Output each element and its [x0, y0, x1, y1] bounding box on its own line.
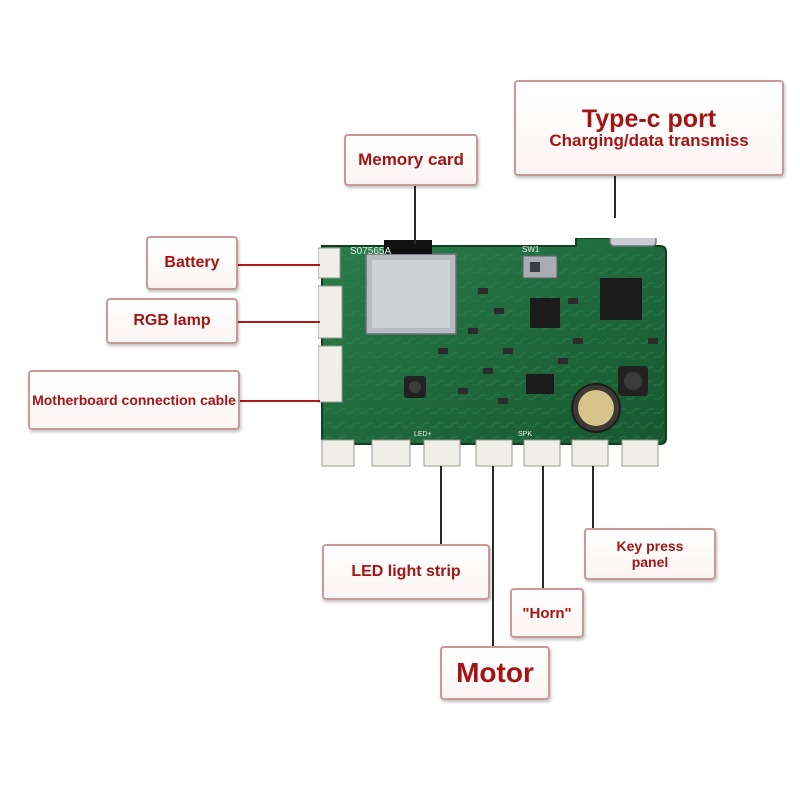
typec-subtitle: Charging/data transmiss	[549, 131, 749, 151]
memory-card-text: Memory card	[358, 150, 464, 169]
silkscreen-id: S07565A	[350, 246, 391, 257]
lead-motor	[492, 466, 494, 646]
lead-memory	[414, 186, 416, 244]
horn-label: "Horn"	[510, 588, 584, 638]
lead-led	[440, 466, 442, 546]
key-press-panel-label: Key press panel	[584, 528, 716, 580]
lead-rgb	[238, 321, 320, 323]
typec-port-label: Type-c port Charging/data transmiss	[514, 80, 784, 176]
lead-horn	[542, 466, 544, 588]
bottom-connectors	[321, 439, 659, 467]
horn-text: "Horn"	[522, 604, 572, 622]
silkscreen-spk: SPK	[518, 431, 532, 438]
motor-label: Motor	[440, 646, 550, 700]
lead-motherboard	[240, 400, 320, 402]
led-strip-label: LED light strip	[322, 544, 490, 600]
silkscreen-led: LED+	[414, 431, 432, 438]
usb-c-connector	[609, 238, 657, 247]
pcb-board: S07565A SW1 LED+ SPK	[318, 238, 667, 467]
led-strip-text: LED light strip	[351, 563, 461, 580]
silkscreen-sw: SW1	[522, 245, 540, 254]
lead-battery	[238, 264, 320, 266]
battery-label: Battery	[146, 236, 238, 290]
left-connectors	[318, 247, 343, 403]
motherboard-cable-text: Motherboard connection cable	[32, 392, 236, 408]
rgb-lamp-text: RGB lamp	[133, 312, 211, 329]
motor-text: Motor	[456, 657, 534, 688]
key-press-line2: panel	[631, 554, 669, 570]
key-press-line1: Key press	[616, 538, 684, 554]
lead-typec	[614, 176, 616, 218]
memory-card-label: Memory card	[344, 134, 478, 186]
sd-card-slot	[365, 240, 457, 335]
motherboard-cable-label: Motherboard connection cable	[28, 370, 240, 430]
typec-title: Type-c port	[581, 104, 717, 133]
lead-keypress	[592, 466, 594, 530]
battery-text: Battery	[164, 254, 220, 271]
rgb-lamp-label: RGB lamp	[106, 298, 238, 344]
